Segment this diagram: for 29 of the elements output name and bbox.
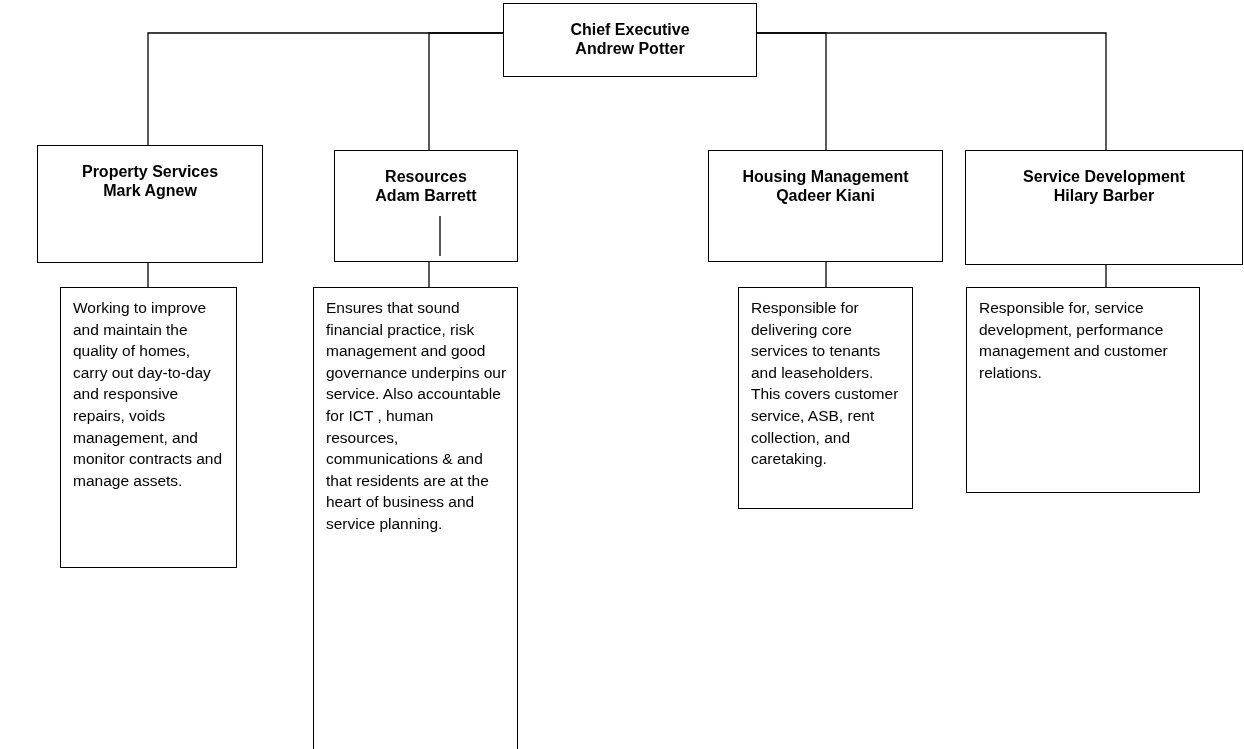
- person-name: Adam Barrett: [374, 186, 478, 205]
- connector-line: [428, 261, 430, 288]
- description-text: Responsible for, service development, performance management and customer relations.: [979, 299, 1168, 381]
- role-box: [503, 3, 757, 77]
- connector-line: [147, 262, 149, 288]
- person-name: Qadeer Kiani: [775, 186, 876, 205]
- person-name: Mark Agnew: [102, 181, 198, 200]
- connector-line: [1105, 264, 1107, 288]
- description-box: [966, 287, 1200, 493]
- role-title: Housing Management: [741, 167, 910, 186]
- role-title: Service Development: [1022, 167, 1186, 186]
- person-name: Andrew Potter: [574, 39, 686, 58]
- description-text: Ensures that sound financial practice, risk management and good governance underpins our service. Also accountable for ICT , human resources, communications & and that residents are at the heart of business and service planning.: [326, 299, 507, 532]
- role-box: [708, 150, 943, 262]
- role-title: Resources: [384, 167, 468, 186]
- role-box: [334, 150, 518, 262]
- person-name: Hilary Barber: [1052, 186, 1156, 205]
- description-text: Responsible for delivering core services to tenants and leaseholders. This covers customer service, ASB, rent collection, and caretaking.: [751, 299, 899, 468]
- description-box: [60, 287, 237, 568]
- description-box: [738, 287, 913, 509]
- connector-line: [428, 32, 504, 151]
- role-box: [965, 150, 1243, 265]
- connector-line: [756, 32, 1107, 151]
- role-box: [37, 145, 263, 263]
- role-title: Chief Executive: [569, 20, 691, 39]
- description-box: [313, 287, 518, 749]
- description-text: Working to improve and maintain the quality of homes, carry out day-to-day and responsive repairs, voids management, and monitor contracts and manage assets.: [73, 299, 223, 489]
- connector-line: [825, 261, 827, 288]
- role-title: Property Services: [80, 162, 220, 181]
